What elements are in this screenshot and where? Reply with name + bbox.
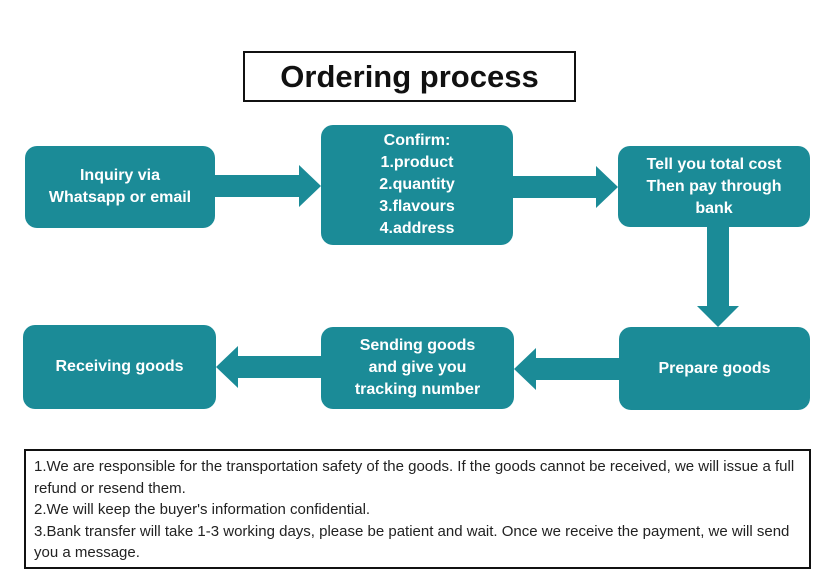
step-payment-line: bank (695, 199, 733, 217)
step-payment: Tell you total cost Then pay through ban… (618, 146, 810, 227)
arrow-payment-to-prepare (697, 227, 739, 327)
step-inquiry-line: Inquiry via (79, 167, 161, 184)
step-prepare-line: Prepare goods (658, 359, 771, 377)
step-confirm-line: Confirm: (383, 132, 451, 149)
arrow-confirm-to-payment (513, 166, 618, 208)
step-payment-line: Tell you total cost (646, 155, 782, 173)
step-inquiry: Inquiry via Whatsapp or email (25, 146, 215, 228)
arrow-inquiry-to-confirm (215, 165, 321, 207)
step-confirm-line: 3.flavours (379, 198, 455, 215)
step-receiving-line: Receiving goods (55, 358, 184, 375)
step-receiving: Receiving goods (23, 325, 216, 409)
note-item: 2.We will keep the buyer's information c… (34, 501, 371, 518)
step-inquiry-line: Whatsapp or email (48, 189, 192, 206)
note-item: 1.We are responsible for the transportat… (34, 458, 795, 497)
page-title: Ordering process (243, 51, 576, 102)
step-sending-line: tracking number (354, 381, 481, 398)
step-sending-line: Sending goods (359, 337, 476, 354)
note-item: 3.Bank transfer will take 1-3 working da… (34, 522, 790, 562)
notes-box: 1.We are responsible for the transportat… (24, 449, 811, 569)
step-confirm-line: 4.address (379, 220, 455, 237)
arrow-prepare-to-sending (514, 348, 619, 390)
step-confirm-line: 1.product (380, 154, 454, 171)
step-confirm-line: 2.quantity (379, 176, 455, 193)
step-sending: Sending goods and give you tracking numb… (321, 327, 514, 409)
step-prepare: Prepare goods (619, 327, 810, 410)
arrow-sending-to-receiving (216, 346, 321, 388)
step-payment-line: Then pay through (646, 177, 782, 195)
step-confirm: Confirm: 1.product 2.quantity 3.flavours… (321, 125, 513, 245)
step-sending-line: and give you (368, 359, 467, 376)
